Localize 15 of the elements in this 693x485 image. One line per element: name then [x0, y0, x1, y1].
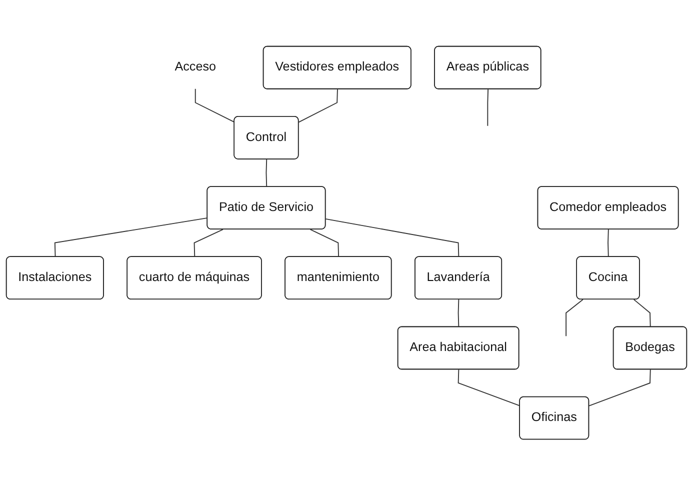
connector [566, 298, 584, 336]
node-text: Acceso [174, 60, 216, 74]
connector [310, 228, 340, 258]
connector [266, 158, 268, 188]
connector [458, 368, 520, 406]
connector [588, 368, 651, 406]
connector [458, 298, 460, 328]
connector [298, 88, 338, 122]
connector [194, 88, 235, 122]
connector [633, 298, 651, 328]
connector [325, 218, 460, 258]
connector [194, 228, 224, 258]
connector [608, 228, 609, 258]
connector [487, 88, 489, 126]
connector [54, 217, 208, 258]
